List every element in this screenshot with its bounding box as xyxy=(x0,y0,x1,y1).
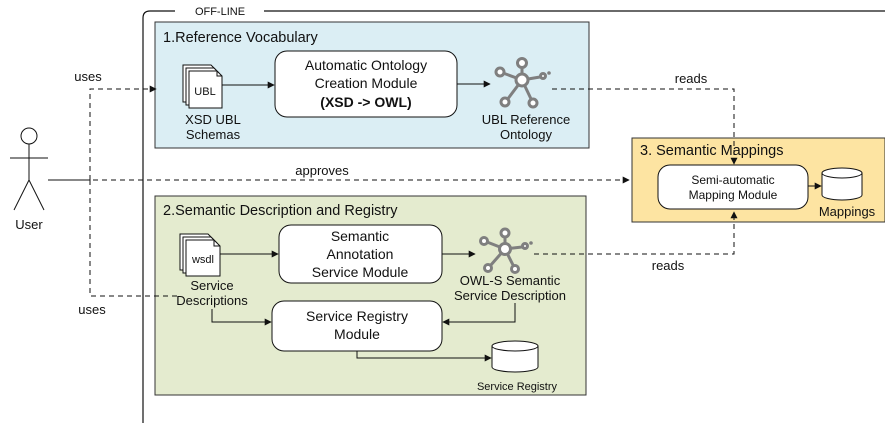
ontology-caption-line1: UBL Reference xyxy=(482,112,570,127)
section1-arrows xyxy=(222,80,491,89)
semantic-registry-title: 2.Semantic Description and Registry xyxy=(163,203,398,219)
semantic-mappings-section: 3. Semantic Mappings Semi-automatic Mapp… xyxy=(631,137,885,223)
user-label: User xyxy=(15,217,43,232)
wsdl-icon-label: wsdl xyxy=(191,254,214,266)
xsd-caption-line1: XSD UBL xyxy=(185,112,241,127)
ubl-ontology-network-icon xyxy=(494,57,551,109)
semantic-registry-section: 2.Semantic Description and Registry wsdl… xyxy=(154,195,587,396)
mappings-db-label: Mappings xyxy=(819,204,876,219)
registry-module-line2: Module xyxy=(334,326,380,342)
mappings-database-icon xyxy=(821,167,863,201)
mapping-module-line2: Mapping Module xyxy=(689,188,778,202)
owls-caption-line2: Service Description xyxy=(454,288,566,303)
offline-label: OFF-LINE xyxy=(195,6,245,18)
mapping-module-line1: Semi-automatic xyxy=(691,173,774,187)
annotation-module-line1: Semantic xyxy=(331,228,389,244)
reads-bottom-label: reads xyxy=(652,258,685,273)
section2-arrows xyxy=(211,250,516,362)
xsd-caption-line2: Schemas xyxy=(186,127,241,142)
reference-vocabulary-section: 1.Reference Vocabulary UBL XSD UBL Schem… xyxy=(154,21,590,149)
annotation-module-line2: Annotation xyxy=(327,246,394,262)
ontology-module-line2: Creation Module xyxy=(315,75,418,91)
registry-module-line1: Service Registry xyxy=(306,308,408,324)
uses-bottom-label: uses xyxy=(78,302,106,317)
offline-boundary: OFF-LINE xyxy=(142,6,885,423)
service-registry-db-label: Service Registry xyxy=(477,381,558,393)
semantic-mappings-title: 3. Semantic Mappings xyxy=(640,143,783,159)
dashed-flows xyxy=(48,85,738,297)
mapping-module-box xyxy=(657,164,809,210)
owls-caption-line1: OWL-S Semantic xyxy=(460,273,561,288)
ontology-caption-line2: Ontology xyxy=(500,127,553,142)
uses-top-label: uses xyxy=(74,69,102,84)
xsd-file-icon: UBL xyxy=(182,64,223,109)
owls-network-icon xyxy=(479,227,533,274)
reference-vocabulary-title: 1.Reference Vocabulary xyxy=(163,30,319,46)
wsdl-file-icon: wsdl xyxy=(179,233,221,277)
approves-label: approves xyxy=(295,163,349,178)
ontology-module-line3: (XSD -> OWL) xyxy=(320,94,411,110)
user-actor-icon xyxy=(10,127,48,211)
service-descriptions-line2: Descriptions xyxy=(176,293,248,308)
service-descriptions-line1: Service xyxy=(190,278,233,293)
ontology-module-line1: Automatic Ontology xyxy=(305,57,427,73)
reads-top-label: reads xyxy=(675,71,708,86)
xsd-icon-label: UBL xyxy=(194,86,215,98)
service-registry-database-icon xyxy=(491,340,539,373)
annotation-module-line3: Service Module xyxy=(312,264,409,280)
